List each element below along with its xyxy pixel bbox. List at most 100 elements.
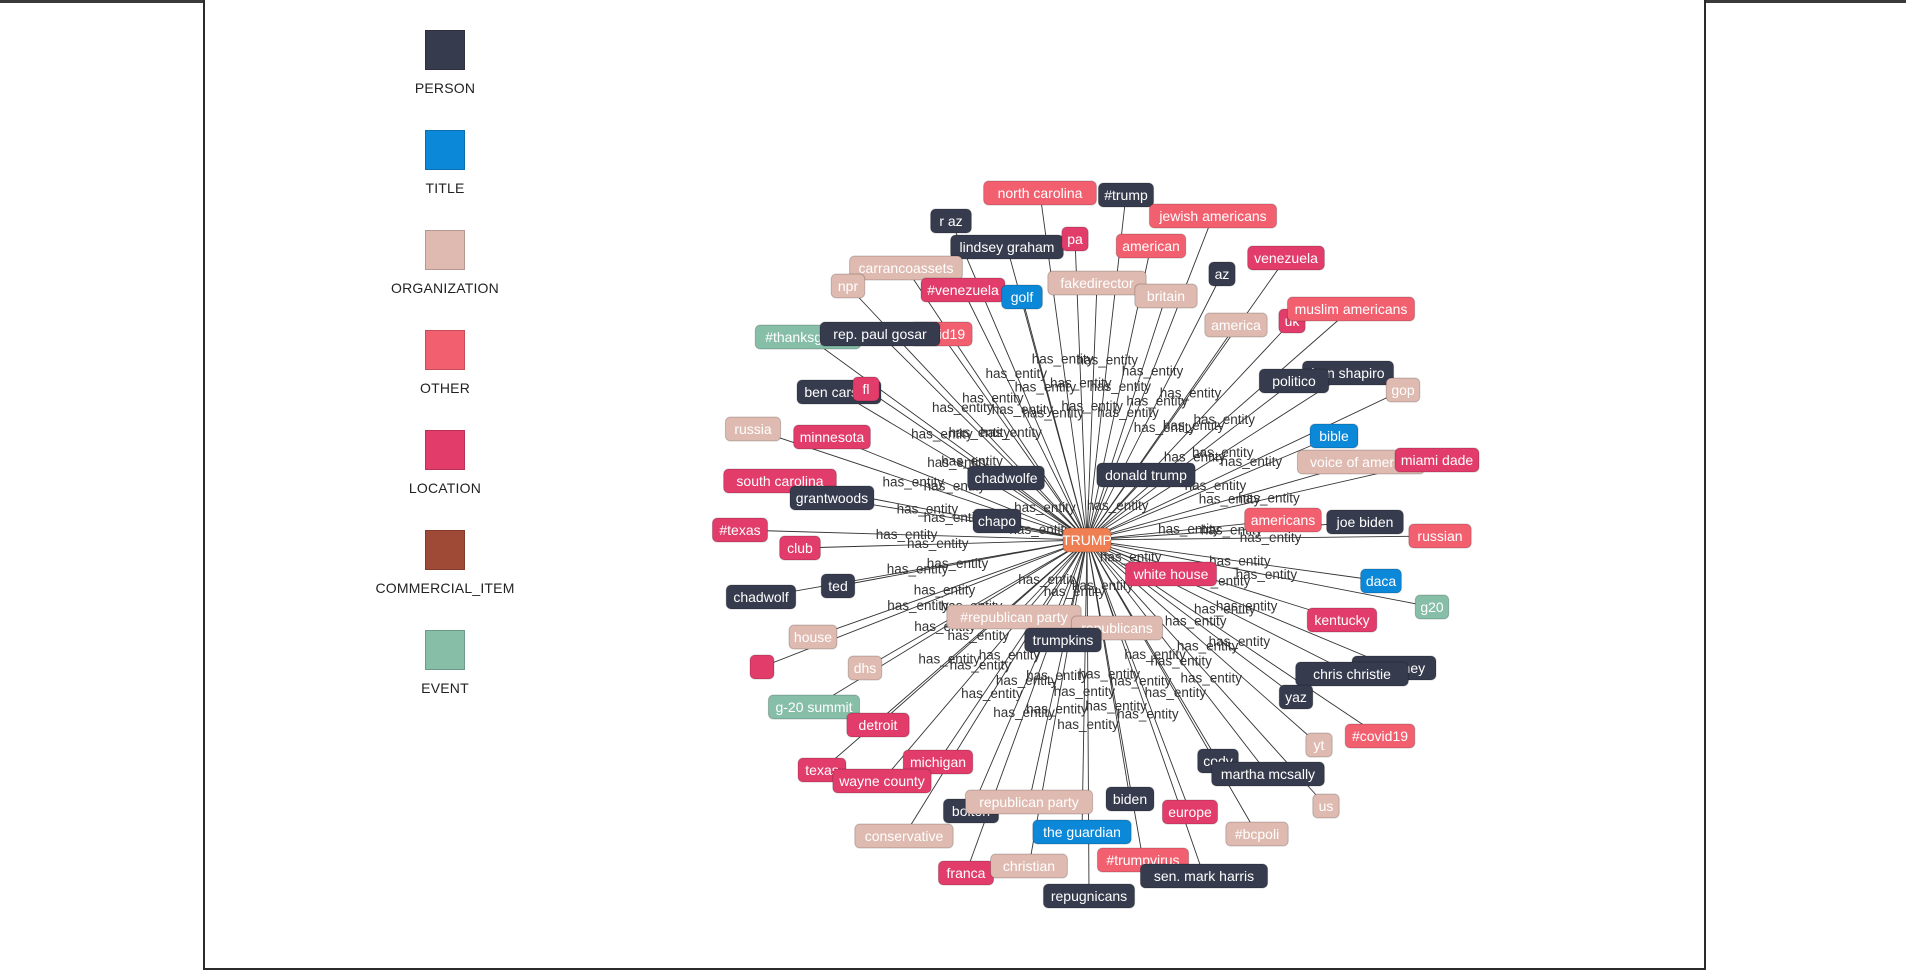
graph-node[interactable]: g20 [1414, 594, 1450, 620]
node-box[interactable] [789, 485, 875, 511]
graph-node[interactable]: donald trump [1096, 462, 1196, 488]
node-box[interactable] [830, 273, 866, 299]
node-box[interactable] [1258, 368, 1330, 394]
graph-node[interactable]: #trump [1097, 182, 1155, 208]
node-box[interactable] [849, 255, 963, 281]
node-box[interactable] [1360, 568, 1402, 594]
node-box[interactable] [1247, 245, 1325, 271]
graph-node[interactable]: minnesota [793, 424, 871, 450]
node-box[interactable] [1001, 284, 1043, 310]
graph-node[interactable]: russian [1408, 523, 1472, 549]
graph-node[interactable]: chadwolf [725, 584, 797, 610]
node-box[interactable] [1414, 594, 1450, 620]
node-box[interactable] [854, 823, 954, 849]
node-box[interactable] [819, 321, 941, 347]
graph-node[interactable]: jewish americans [1148, 203, 1278, 229]
graph-node[interactable]: lindsey graham [950, 234, 1064, 260]
node-box[interactable] [972, 508, 1022, 534]
node-box[interactable] [1115, 233, 1187, 259]
node-box[interactable] [852, 376, 880, 402]
graph-node[interactable]: miami dade [1394, 447, 1480, 473]
node-box[interactable] [1306, 607, 1378, 633]
node-box[interactable] [930, 208, 972, 234]
graph-node[interactable]: repugnicans [1042, 883, 1136, 909]
node-box[interactable] [1309, 423, 1359, 449]
graph-node[interactable]: grantwoods [789, 485, 875, 511]
graph-node[interactable]: venezuela [1247, 245, 1325, 271]
graph-node[interactable]: franca [937, 860, 995, 886]
graph-node[interactable]: christian [990, 853, 1068, 879]
graph-node[interactable]: chris christie [1295, 661, 1409, 687]
node-box[interactable] [749, 654, 775, 680]
graph-node[interactable]: politico [1258, 368, 1330, 394]
node-box[interactable] [779, 535, 821, 561]
node-box[interactable] [1394, 447, 1480, 473]
graph-node[interactable]: russia [724, 416, 782, 442]
graph-node[interactable]: fl [852, 376, 880, 402]
node-box[interactable] [1105, 786, 1155, 812]
node-box[interactable] [724, 416, 782, 442]
node-box[interactable] [1032, 819, 1132, 845]
graph-node[interactable]: dhs [847, 655, 883, 681]
graph-node[interactable]: biden [1105, 786, 1155, 812]
node-box[interactable] [1211, 761, 1325, 787]
graph-node[interactable]: daca [1360, 568, 1402, 594]
node-box[interactable] [1161, 799, 1219, 825]
node-box[interactable] [1312, 793, 1340, 819]
node-box[interactable] [1305, 732, 1333, 758]
graph-node[interactable]: #bcpoli [1225, 821, 1289, 847]
graph-node[interactable]: chadwolfe [967, 465, 1045, 491]
node-box[interactable] [1208, 261, 1236, 287]
node-box[interactable] [820, 573, 856, 599]
node-box[interactable] [1204, 312, 1268, 338]
graph-node[interactable]: golf [1001, 284, 1043, 310]
node-box[interactable] [793, 424, 871, 450]
graph-node[interactable]: npr [830, 273, 866, 299]
node-box[interactable] [1408, 523, 1472, 549]
node-box[interactable] [983, 180, 1097, 206]
node-box[interactable] [1097, 182, 1155, 208]
graph-node[interactable]: republican party [964, 789, 1094, 815]
node-box[interactable] [1096, 462, 1196, 488]
graph-node[interactable]: fakedirector [1047, 270, 1147, 296]
node-box[interactable] [1385, 377, 1421, 403]
node-box[interactable] [902, 749, 974, 775]
graph-node[interactable]: america [1204, 312, 1268, 338]
node-box[interactable] [1124, 561, 1218, 587]
node-box[interactable] [964, 789, 1094, 815]
graph-node[interactable]: yt [1305, 732, 1333, 758]
graph-node[interactable]: us [1312, 793, 1340, 819]
node-box[interactable] [1061, 226, 1089, 252]
graph-node[interactable]: europe [1161, 799, 1219, 825]
graph-node[interactable]: voice of america [1296, 449, 1426, 475]
graph-node[interactable]: bible [1309, 423, 1359, 449]
graph-node[interactable]: g-20 summit [767, 694, 861, 720]
graph-node[interactable]: pa [1061, 226, 1089, 252]
graph-node[interactable]: #covid19 [1344, 723, 1416, 749]
graph-node[interactable]: britain [1134, 283, 1198, 309]
graph-node[interactable]: sen. mark harris [1139, 863, 1269, 889]
node-box[interactable] [832, 768, 932, 794]
node-box[interactable] [967, 465, 1045, 491]
node-box[interactable] [788, 624, 838, 650]
graph-node[interactable]: conservative [854, 823, 954, 849]
graph-node[interactable]: trumpkins [1024, 627, 1102, 653]
node-box[interactable] [1278, 684, 1314, 710]
node-box[interactable] [1139, 863, 1269, 889]
graph-node[interactable]: #venezuela [920, 277, 1006, 303]
node-box[interactable] [711, 517, 769, 543]
graph-node[interactable]: r az [930, 208, 972, 234]
graph-node[interactable]: az [1208, 261, 1236, 287]
node-box[interactable] [846, 712, 910, 738]
node-box[interactable] [1225, 821, 1289, 847]
node-box[interactable] [1286, 296, 1416, 322]
graph-node[interactable]: the guardian [1032, 819, 1132, 845]
graph-node[interactable]: white house [1124, 561, 1218, 587]
graph-node[interactable]: joe biden [1326, 509, 1404, 535]
node-box[interactable] [1047, 270, 1147, 296]
node-box[interactable] [847, 655, 883, 681]
graph-node[interactable]: gop [1385, 377, 1421, 403]
node-box[interactable] [767, 694, 861, 720]
